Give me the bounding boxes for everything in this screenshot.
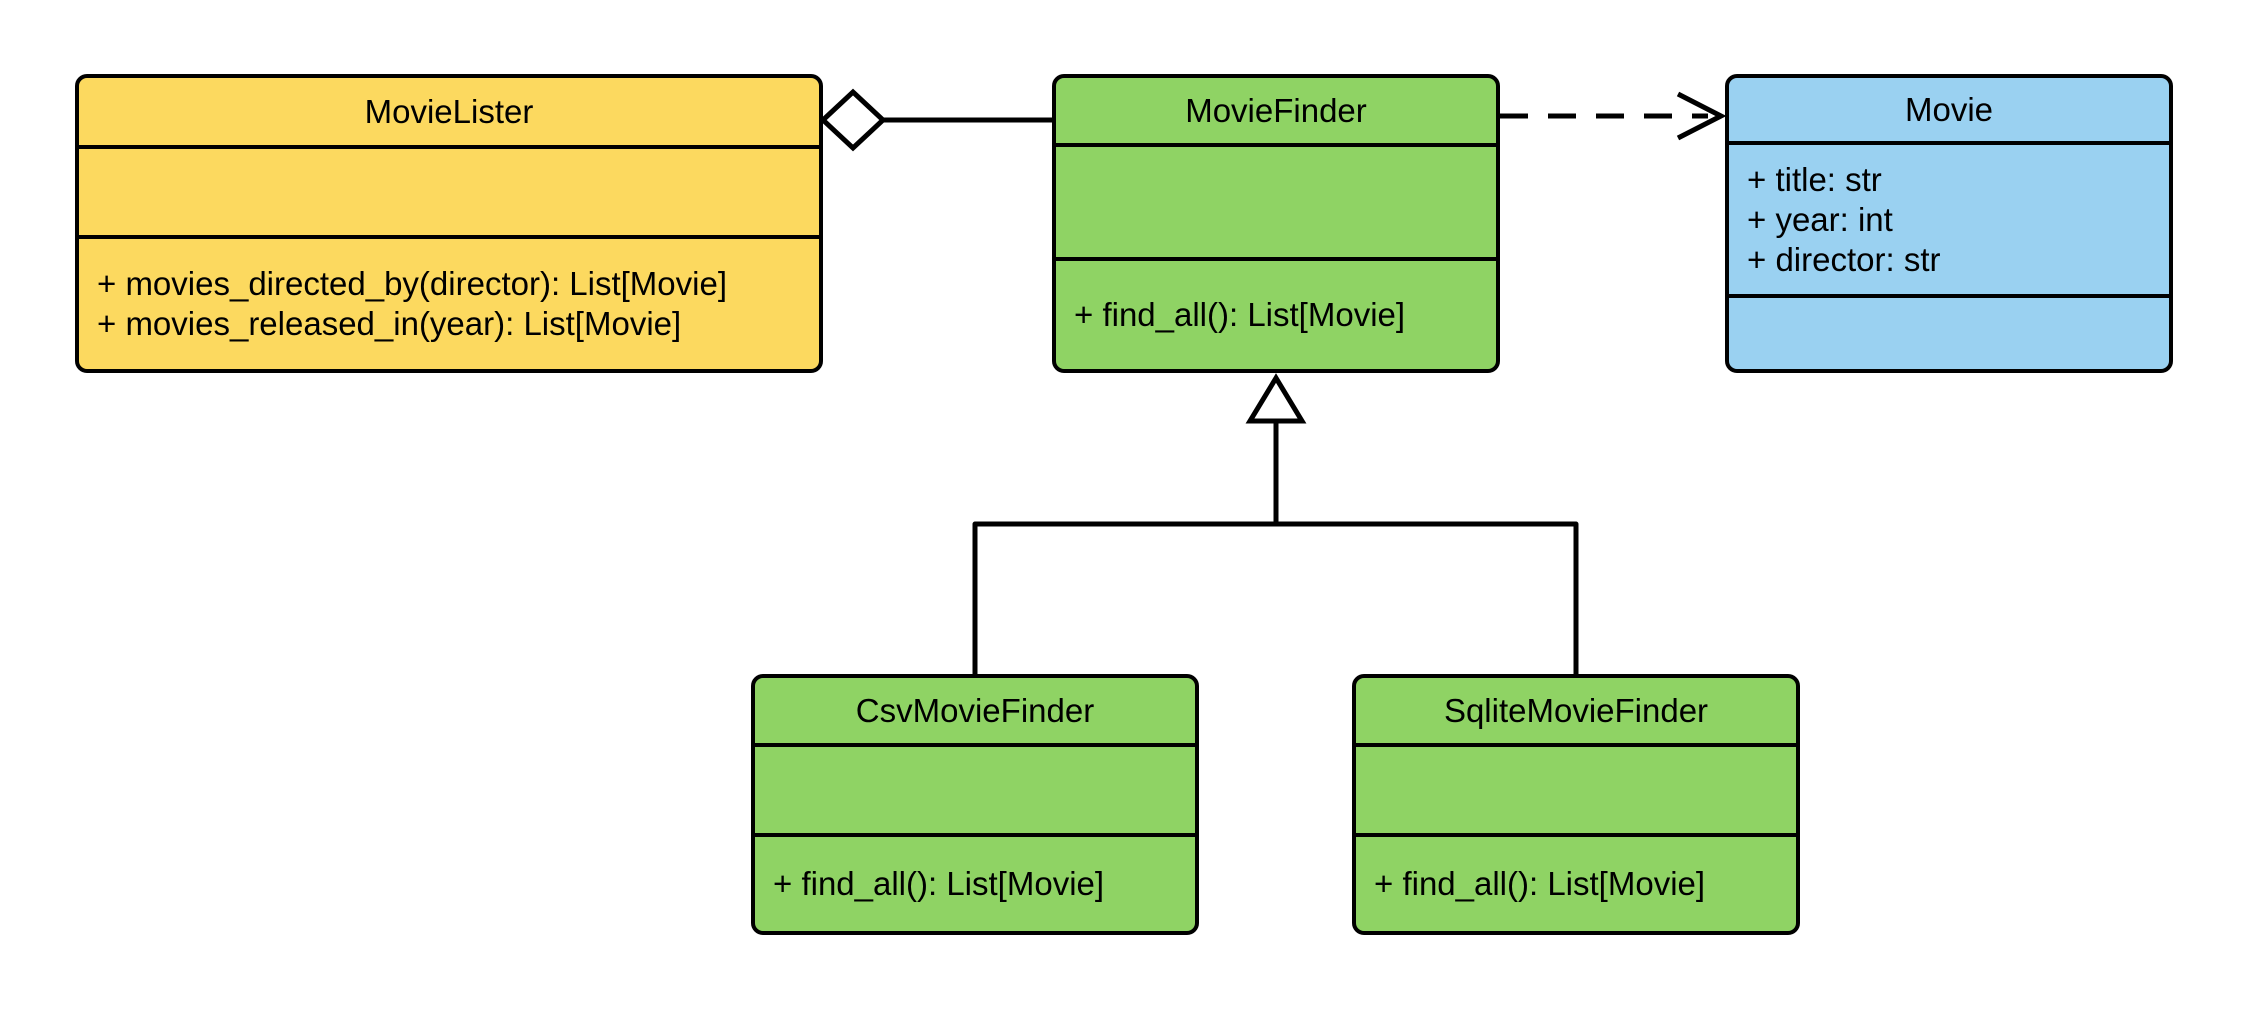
class-box-sqlitemoviefinder: SqliteMovieFinder + find_all(): List[Mov… [1352,674,1800,935]
class-box-movielister: MovieLister + movies_directed_by(directo… [75,74,823,373]
class-box-csvmoviefinder: CsvMovieFinder + find_all(): List[Movie] [751,674,1199,935]
attributes-section [755,743,1195,833]
inheritance-triangle-icon [1245,373,1307,424]
method-item: + find_all(): List[Movie] [773,865,1105,902]
attribute-item: + title: str [1747,160,1882,198]
class-title: MovieFinder [1185,91,1367,129]
attributes-section [1356,743,1796,833]
attributes-section [1056,143,1496,257]
aggregation-diamond-icon [819,88,887,152]
open-arrowhead-icon [1676,91,1727,141]
inheritance-connector-subfinders-moviefinder [972,373,1579,674]
class-box-moviefinder: MovieFinder + find_all(): List[Movie] [1052,74,1500,373]
method-item: + movies_directed_by(director): List[Mov… [97,265,727,302]
attribute-item: + director: str [1747,240,1941,278]
methods-section: + find_all(): List[Movie] [1056,257,1496,369]
attributes-section: + title: str + year: int + director: str [1729,141,2169,294]
class-title: Movie [1904,90,1994,128]
methods-section: + movies_directed_by(director): List[Mov… [79,235,819,369]
dependency-connector-moviefinder-movie [1500,91,1727,141]
class-title: CsvMovieFinder [855,691,1095,729]
method-item: + movies_released_in(year): List[Movie] [97,305,682,342]
method-item: + find_all(): List[Movie] [1074,296,1406,333]
class-box-movie: Movie + title: str + year: int + directo… [1725,74,2173,373]
attribute-item: + year: int [1747,200,1893,238]
class-title: MovieLister [364,92,534,130]
aggregation-connector-movielister-moviefinder [819,88,1052,152]
methods-section: + find_all(): List[Movie] [1356,833,1796,931]
class-title: SqliteMovieFinder [1443,691,1709,729]
methods-section: + find_all(): List[Movie] [755,833,1195,931]
method-item: + find_all(): List[Movie] [1374,865,1706,902]
inheritance-branch-lines [972,421,1579,674]
methods-section [1729,294,2169,369]
attributes-section [79,145,819,235]
